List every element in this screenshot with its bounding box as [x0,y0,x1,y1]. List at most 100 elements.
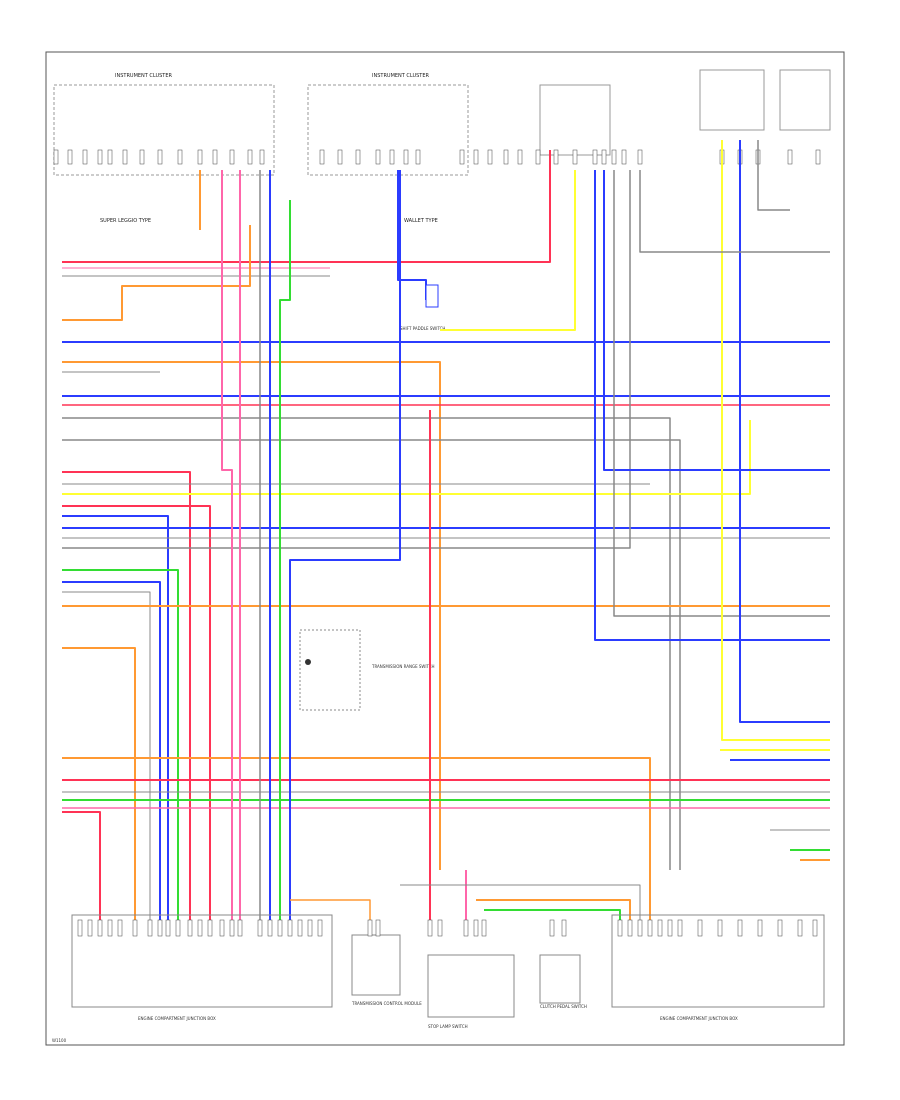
connector-pin [117,919,123,937]
stop-lamp-switch [427,954,515,1018]
wire [594,170,830,641]
wire-harness [62,140,830,935]
connector-pin [459,149,465,165]
module-top-right-b [779,69,831,131]
connector-pin [572,149,578,165]
connector-pin [487,149,493,165]
connector-pin [287,919,293,937]
wire [62,471,191,920]
connector-pin [617,919,623,937]
module-top-right-a [699,69,765,131]
wire [289,170,401,920]
wire [484,909,621,920]
wire [476,899,631,920]
wire [62,515,169,920]
diagram-frame [45,51,845,1046]
center-note-label: TRANSMISSION RANGE SWITCH [371,664,435,669]
connector-pin [355,149,361,165]
connector-pin [787,149,793,165]
shift-paddle-connector [425,284,439,308]
engine-junction-box-right [611,914,825,1008]
connector-pin [389,149,395,165]
connector-pin [592,149,598,165]
connector-pin [549,919,555,937]
wire [721,140,830,741]
connector-pin [257,919,263,937]
connector-pin [277,919,283,937]
connector-pin [621,149,627,165]
connector-pin [535,149,541,165]
instrument-cluster-left [53,84,275,176]
connector-pin [132,919,138,937]
connector-pin [517,149,523,165]
wire [603,170,830,471]
bottom-center-module-1: TRANSMISSION CONTROL MODULE [351,1001,422,1006]
connector-pin [667,919,673,937]
connector-pin [677,919,683,937]
connector-pin [637,919,643,937]
connector-pin [53,149,59,165]
connector-pin [561,919,567,937]
wire [397,170,427,300]
page-footer: W1100 [52,1038,67,1043]
wire [62,591,151,920]
wire [62,225,251,321]
wire [739,140,830,723]
bottom-left-module-label: ENGINE COMPARTMENT JUNCTION BOX [138,1016,216,1021]
connector-pin [207,919,213,937]
connector-pin [415,149,421,165]
connector-pin [107,149,113,165]
connector-pin [319,149,325,165]
connector-pin [317,919,323,937]
connector-pin [219,919,225,937]
connector-pin [247,149,253,165]
ground-symbol [305,659,311,665]
wire [62,420,751,495]
connector-pin [177,149,183,165]
connector-pin [737,919,743,937]
wire [400,884,641,920]
connector-pin [812,919,818,937]
connector-pin [307,919,313,937]
connector-pin [267,919,273,937]
connector-pin [107,919,113,937]
center-switch-label: SHIFT PADDLE SWITCH [400,326,445,331]
connector-pin [657,919,663,937]
connector-pin [437,919,443,937]
transmission-control-module [351,934,401,996]
connector-pin [229,919,235,937]
engine-junction-box-left [71,914,333,1008]
wire [62,581,161,920]
wire [62,505,211,920]
connector-pin [463,919,469,937]
wire [440,170,576,331]
bottom-right-module-label: ENGINE COMPARTMENT JUNCTION BOX [660,1016,738,1021]
range-switch-box [299,629,361,711]
connector-pin [777,919,783,937]
wire [62,647,136,920]
wire [62,569,179,920]
left-variant-label: SUPER LEGGIO TYPE [100,218,151,224]
top-center-module-label: INSTRUMENT CLUSTER [372,73,430,79]
connector-pin [427,919,433,937]
wire [221,170,233,920]
connector-pin [212,149,218,165]
connector-pin [122,149,128,165]
connector-pin [375,919,381,937]
connector-pin [197,919,203,937]
wire [279,200,291,920]
connector-pin [637,149,643,165]
connector-pin [67,149,73,165]
connector-pin [601,149,607,165]
connector-pin [297,919,303,937]
relay-top-center [539,84,611,156]
connector-pin [647,919,653,937]
connector-pin [403,149,409,165]
connector-pin [259,149,265,165]
connector-pin [157,919,163,937]
wire [62,150,551,263]
connector-pin [157,149,163,165]
connector-pin [473,149,479,165]
wire [62,417,671,870]
bottom-center-module-3: CLUTCH PEDAL SWITCH [540,1004,587,1009]
